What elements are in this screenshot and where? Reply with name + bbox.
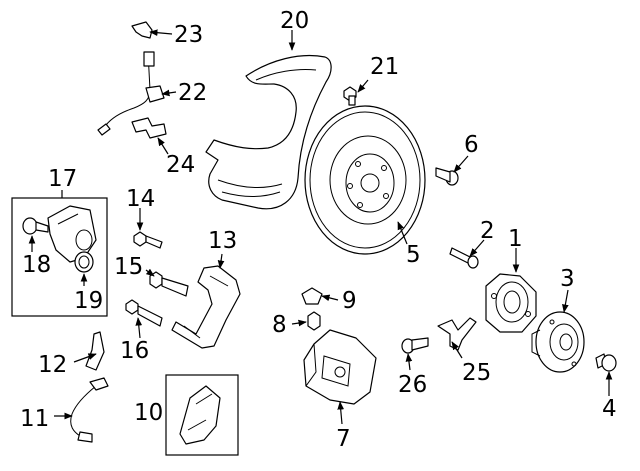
bracket-bolt xyxy=(401,337,429,354)
callout-6: 6 xyxy=(464,132,479,158)
brake-pads xyxy=(179,385,221,445)
shield-bolt xyxy=(343,86,357,106)
callout-9: 9 xyxy=(342,288,357,314)
wire-bracket xyxy=(85,331,105,371)
abs-clip-24 xyxy=(131,117,167,139)
callout-15: 15 xyxy=(114,254,143,280)
actuator-box xyxy=(11,197,108,317)
callout-13: 13 xyxy=(208,228,237,254)
callout-7: 7 xyxy=(336,426,351,452)
callout-17: 17 xyxy=(48,166,77,192)
callout-3: 3 xyxy=(560,266,575,292)
callout-16: 16 xyxy=(120,338,149,364)
callout-23: 23 xyxy=(174,22,203,48)
callout-4: 4 xyxy=(602,396,617,422)
wear-sensor-wire xyxy=(70,377,109,443)
callout-labels: 20 21 6 5 2 1 3 4 25 26 9 8 7 13 14 15 1… xyxy=(20,8,617,452)
guide-pin xyxy=(149,271,189,297)
abs-clip-23 xyxy=(131,21,153,39)
callout-10: 10 xyxy=(134,400,163,426)
caliper-bracket xyxy=(171,265,241,349)
brake-rotor xyxy=(304,105,426,255)
guide-bolt xyxy=(125,299,163,327)
caliper xyxy=(303,329,377,405)
callout-18: 18 xyxy=(22,252,51,278)
hub-bearing xyxy=(485,273,537,333)
callout-25: 25 xyxy=(462,360,491,386)
bleeder-cap xyxy=(301,287,323,305)
actuator-seal xyxy=(74,251,94,273)
callout-1: 1 xyxy=(508,226,523,252)
bleeder-screw xyxy=(307,311,321,331)
callout-5: 5 xyxy=(406,242,421,268)
callout-22: 22 xyxy=(178,80,207,106)
callout-21: 21 xyxy=(370,54,399,80)
rotor-screw xyxy=(435,167,459,186)
leader-lines xyxy=(28,29,613,425)
splash-shield xyxy=(205,54,332,210)
callout-20: 20 xyxy=(280,8,309,34)
wheel-hub xyxy=(531,311,585,373)
actuator-screw xyxy=(22,217,49,235)
callout-19: 19 xyxy=(74,288,103,314)
callout-8: 8 xyxy=(272,312,287,338)
abs-bracket xyxy=(437,317,477,351)
callout-24: 24 xyxy=(166,152,195,178)
callout-12: 12 xyxy=(38,352,67,378)
callout-11: 11 xyxy=(20,406,49,432)
abs-connector-22 xyxy=(145,85,165,103)
callout-14: 14 xyxy=(126,186,155,212)
bracket-bolt-14 xyxy=(133,231,163,249)
callout-2: 2 xyxy=(480,218,495,244)
wheel-bolt xyxy=(595,353,617,372)
callout-26: 26 xyxy=(398,372,427,398)
pads-box xyxy=(165,374,239,456)
